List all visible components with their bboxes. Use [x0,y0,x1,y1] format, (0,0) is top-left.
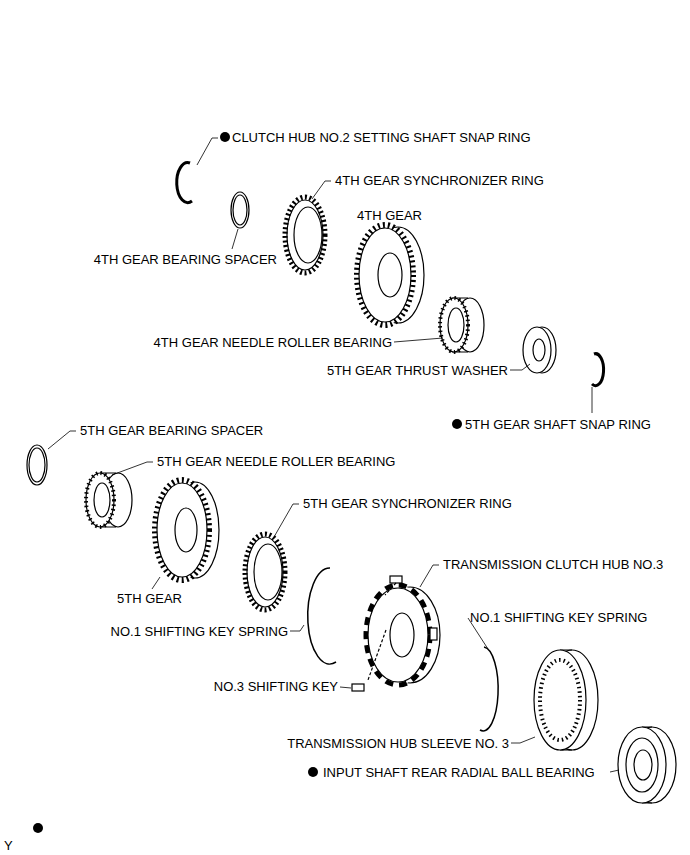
ball-bearing [618,727,676,803]
bearing-spacer [231,192,249,228]
part-name: TRANSMISSION CLUTCH HUB NO.3 [443,558,663,571]
part-name: 4TH GEAR NEEDLE ROLLER BEARING [154,336,392,349]
thrust-washer [523,327,556,373]
part-name: 4TH GEAR BEARING SPACER [94,253,277,266]
needle-roller-bearing [440,298,484,352]
snap-ring [177,163,192,203]
bullet-marks [33,132,462,833]
part-name: INPUT SHAFT REAR RADIAL BALL BEARING [323,766,595,779]
bearing-spacer [27,445,47,485]
key-spring [308,568,336,664]
gear [155,480,219,580]
part-name: 5TH GEAR BEARING SPACER [80,424,263,437]
figure-code: Y [4,839,13,852]
part-name: 4TH GEAR SYNCHRONIZER RING [335,174,544,187]
hub-sleeve [534,650,598,750]
part-name: NO.1 SHIFTING KEY SPRING [111,625,288,638]
synchronizer-ring [245,534,285,610]
clutch-hub [352,576,440,691]
snap-ring [592,354,604,386]
part-name: TRANSMISSION HUB SLEEVE NO. 3 [287,737,509,750]
leader-lines [48,138,619,772]
part-name: NO.1 SHIFTING KEY SPRING [470,611,647,624]
part-name: NO.3 SHIFTING KEY [214,680,338,693]
shifting-key [352,684,364,691]
part-name: 4TH GEAR [357,209,422,222]
needle-roller-bearing [86,473,132,527]
key-spring [480,647,498,731]
part-name: 5TH GEAR SYNCHRONIZER RING [303,497,512,510]
synchronizer-ring [285,197,325,273]
part-name: 5TH GEAR THRUST WASHER [327,364,508,377]
part-name: 5TH GEAR SHAFT SNAP RING [465,418,651,431]
gear [357,225,424,325]
part-name: CLUTCH HUB NO.2 SETTING SHAFT SNAP RING [232,131,531,144]
part-name: 5TH GEAR NEEDLE ROLLER BEARING [157,455,395,468]
part-name: 5TH GEAR [117,592,182,605]
